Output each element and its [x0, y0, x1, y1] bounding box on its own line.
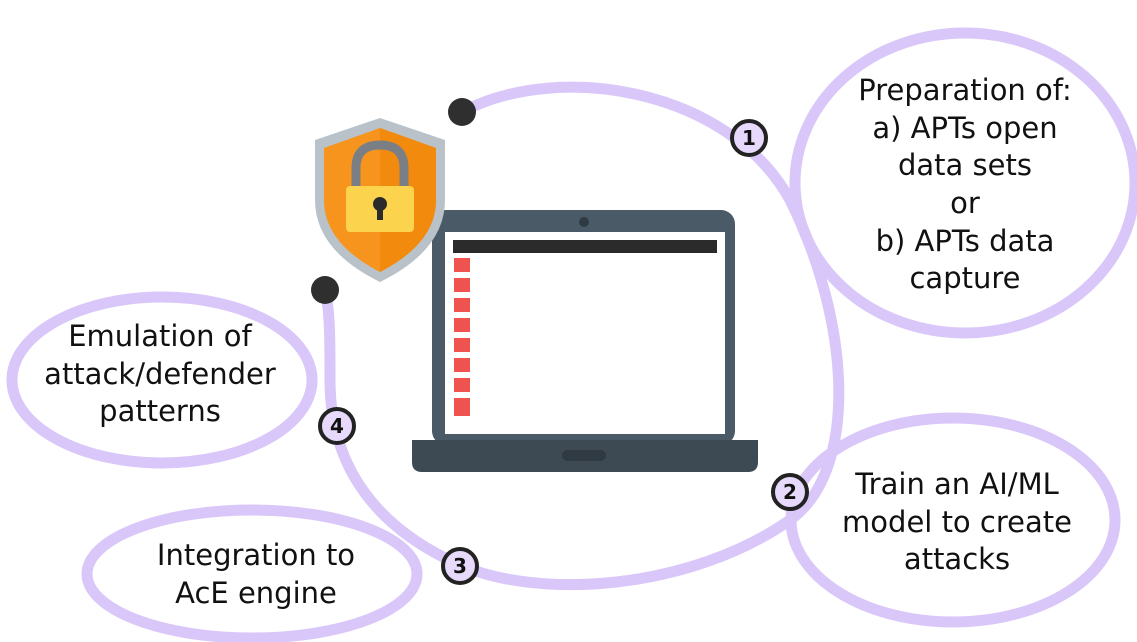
step-2-line: attacks: [903, 542, 1011, 577]
step-1-text: Preparation of: a) APTs open data sets o…: [830, 72, 1100, 298]
screen-title-bar: [453, 240, 717, 253]
step-4-line: Emulation of: [68, 319, 252, 353]
step-4-line: attack/defender: [44, 356, 276, 391]
step-1-number: 1: [742, 126, 756, 150]
step-3-text: Integration to AcE engine: [126, 537, 386, 612]
step-2-marker: [771, 473, 809, 511]
step-3-number: 3: [453, 554, 467, 578]
step-3-line: Integration to: [156, 538, 356, 572]
step-1-line: Preparation of:: [858, 73, 1072, 107]
step-1-line: capture: [909, 261, 1021, 296]
bubble-step-3: [81, 504, 423, 642]
step-1-line: b) APTs data: [875, 223, 1055, 258]
laptop-icon: [412, 210, 758, 472]
step-1-line: or: [950, 186, 980, 221]
arc-end-dot: [311, 276, 339, 304]
shield-lock-icon: [315, 118, 445, 282]
step-2-number: 2: [783, 480, 797, 504]
step-3-line: AcE engine: [175, 575, 337, 610]
step-2-line: model to create: [842, 504, 1072, 539]
arc-start-dot: [448, 98, 476, 126]
step-2-line: Train an AI/ML: [855, 467, 1059, 501]
step-1-line: a) APTs open: [872, 110, 1058, 145]
step-4-text: Emulation of attack/defender patterns: [30, 318, 290, 431]
step-2-text: Train an AI/ML model to create attacks: [822, 466, 1092, 579]
step-1-line: data sets: [898, 148, 1032, 183]
step-1-marker: [730, 119, 768, 157]
bubble-step-1: [789, 27, 1137, 339]
step-4-line: patterns: [99, 394, 221, 429]
step-4-number: 4: [330, 414, 344, 438]
bubble-step-4: [6, 291, 318, 469]
step-3-marker: [441, 547, 479, 585]
screen-list-marks: [454, 258, 470, 416]
step-4-marker: [318, 407, 356, 445]
